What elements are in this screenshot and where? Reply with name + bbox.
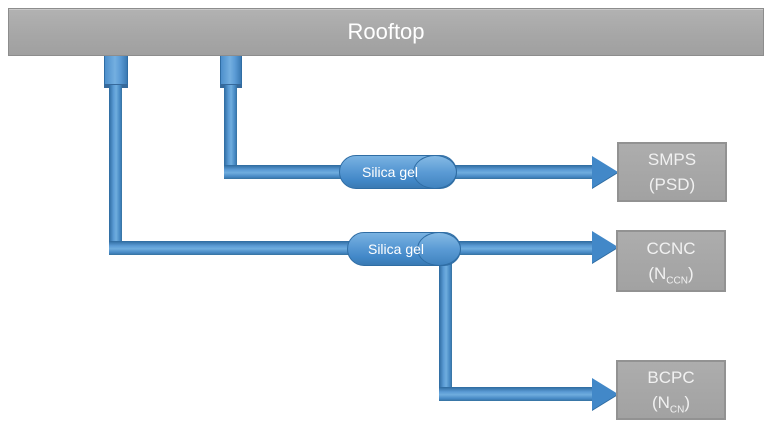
arrowhead-to-smps: [592, 156, 618, 188]
arrowhead-to-bcpc: [592, 378, 618, 410]
instrument-measurement: (PSD): [648, 175, 696, 194]
dryer-end-cap-icon: [413, 155, 457, 189]
pipe-smps-vertical: [224, 85, 237, 179]
rooftop-source-box: Rooftop: [8, 8, 764, 56]
silica-gel-label: Silica gel: [361, 164, 419, 180]
pipe-bcpc-vertical: [439, 250, 452, 401]
instrument-measurement: (NCCN): [648, 264, 694, 287]
pipe-ccnc-vertical: [109, 85, 122, 255]
instrument-name: SMPS: [647, 149, 697, 169]
inlet-stub-left: [104, 56, 128, 88]
silica-gel-dryer-smps-line: Silica gel: [339, 155, 457, 189]
instrument-name: CCNC: [646, 238, 696, 258]
arrowhead-to-ccnc: [592, 231, 618, 263]
silica-gel-label: Silica gel: [367, 241, 425, 257]
instrument-box-smps: SMPS (PSD): [617, 142, 727, 202]
rooftop-label: Rooftop: [347, 19, 425, 44]
instrument-measurement: (NCN): [651, 393, 691, 416]
pipe-bcpc-horizontal: [439, 387, 596, 401]
silica-gel-dryer-ccnc-line: Silica gel: [347, 232, 461, 266]
instrument-box-ccnc: CCNC (NCCN): [616, 230, 726, 292]
dryer-end-cap-icon: [417, 232, 461, 266]
instrument-name: BCPC: [647, 367, 695, 387]
instrument-box-bcpc: BCPC (NCN): [616, 360, 726, 420]
inlet-stub-right: [220, 56, 242, 88]
